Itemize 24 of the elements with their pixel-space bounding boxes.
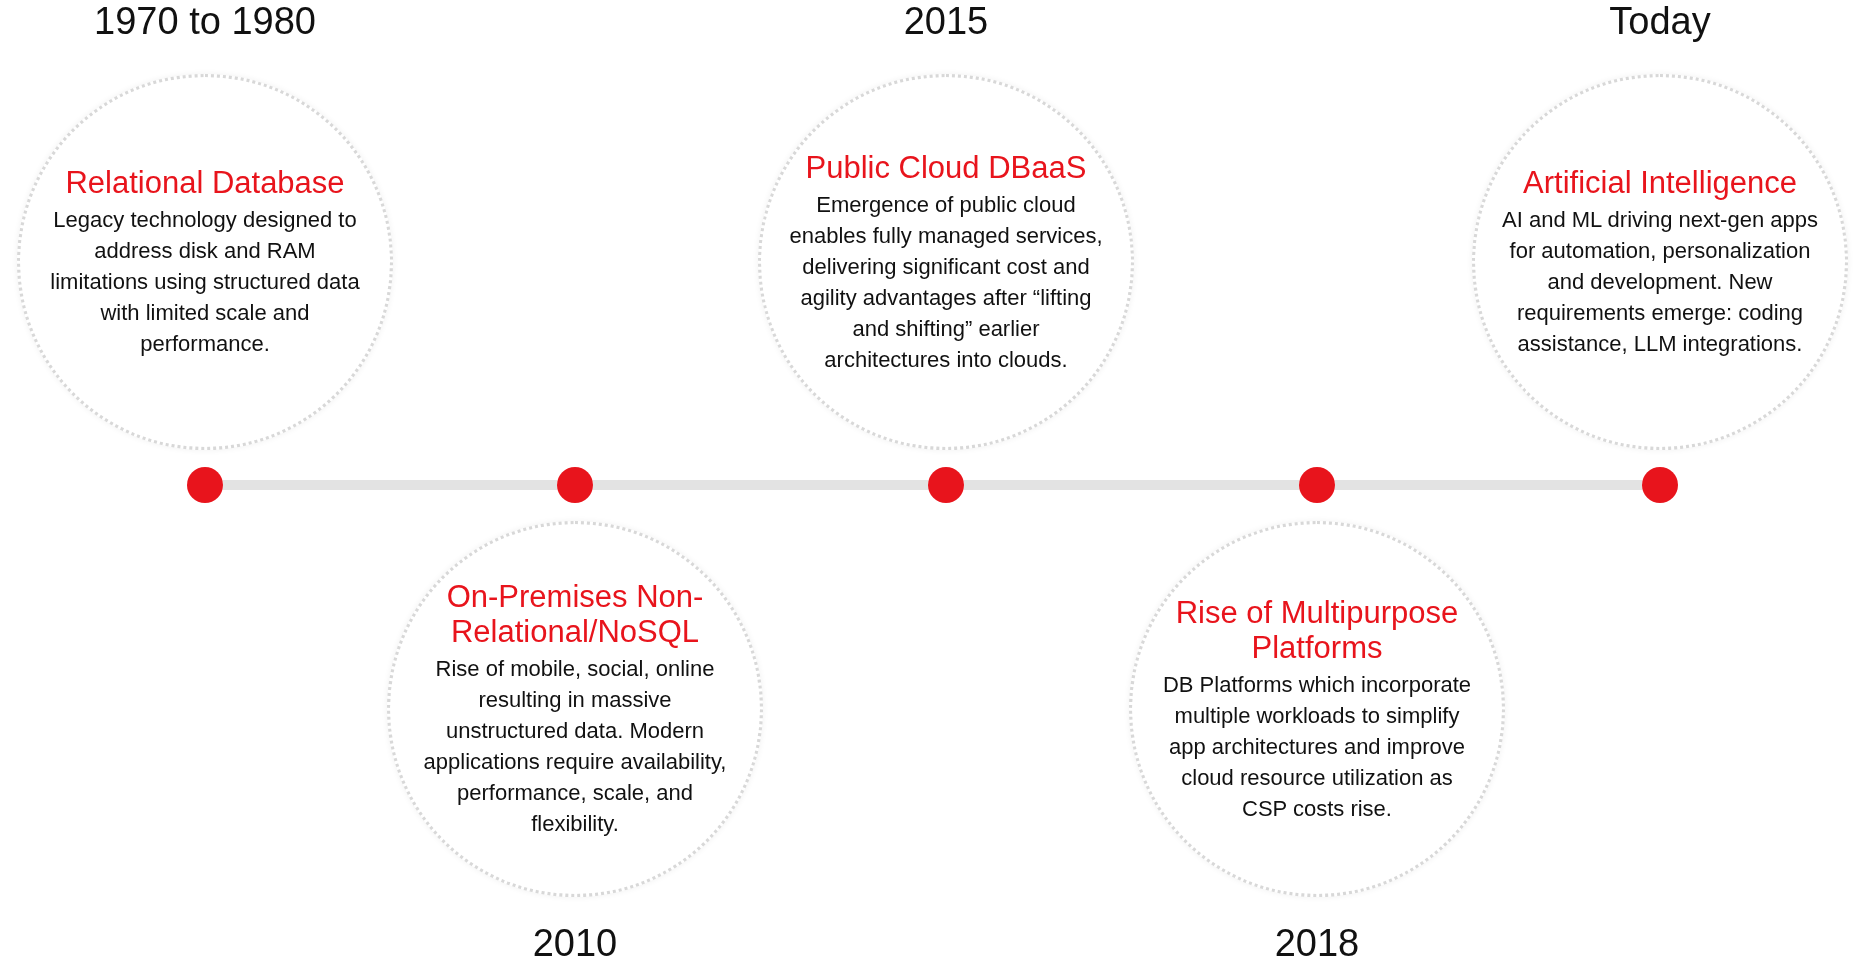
timeline-line: [964, 480, 1299, 490]
year-label: Today: [1608, 0, 1712, 43]
year-label: 1970 to 1980: [93, 0, 317, 43]
milestone-heading: Relational Database: [65, 165, 345, 200]
timeline-dot: [557, 467, 593, 503]
milestone-heading: On-Premises Non-Relational/NoSQL: [445, 579, 705, 649]
milestone-heading: Public Cloud DBaaS: [805, 149, 1087, 185]
timeline-dot: [928, 467, 964, 503]
timeline-dot: [1299, 467, 1335, 503]
milestone-description: AI and ML driving next-gen apps for automation, personalization and development. New requirements emerge: coding assistance, LLM integrations.: [1501, 206, 1819, 358]
milestone-description: Legacy technology designed to address disk and RAM limitations using structured data with limited scale and performance.: [49, 206, 361, 358]
year-label: 2015: [902, 0, 990, 43]
timeline-line: [223, 480, 557, 490]
milestone-heading: Rise of Multipurpose Platforms: [1174, 594, 1460, 665]
milestone-description: Rise of mobile, social, online resulting in massive unstructured data. Modern applications require availability, performance, scale, and flexibility.: [422, 655, 728, 838]
milestone-description: Emergence of public cloud enables fully managed services, delivering significant cost and agility advantages after “lifting and shifting” earlier architectures into clouds.: [788, 190, 1104, 374]
timeline-dot: [1642, 467, 1678, 503]
milestone-heading: Artificial Intelligence: [1523, 165, 1797, 200]
timeline-dot: [187, 467, 223, 503]
timeline-line: [1335, 480, 1642, 490]
year-label: 2018: [1273, 922, 1361, 964]
milestone-description: DB Platforms which incorporate multiple workloads to simplify app architectures and improve cloud resource utilization as CSP costs rise.: [1161, 670, 1473, 823]
timeline-line: [593, 480, 928, 490]
year-label: 2010: [531, 922, 619, 964]
